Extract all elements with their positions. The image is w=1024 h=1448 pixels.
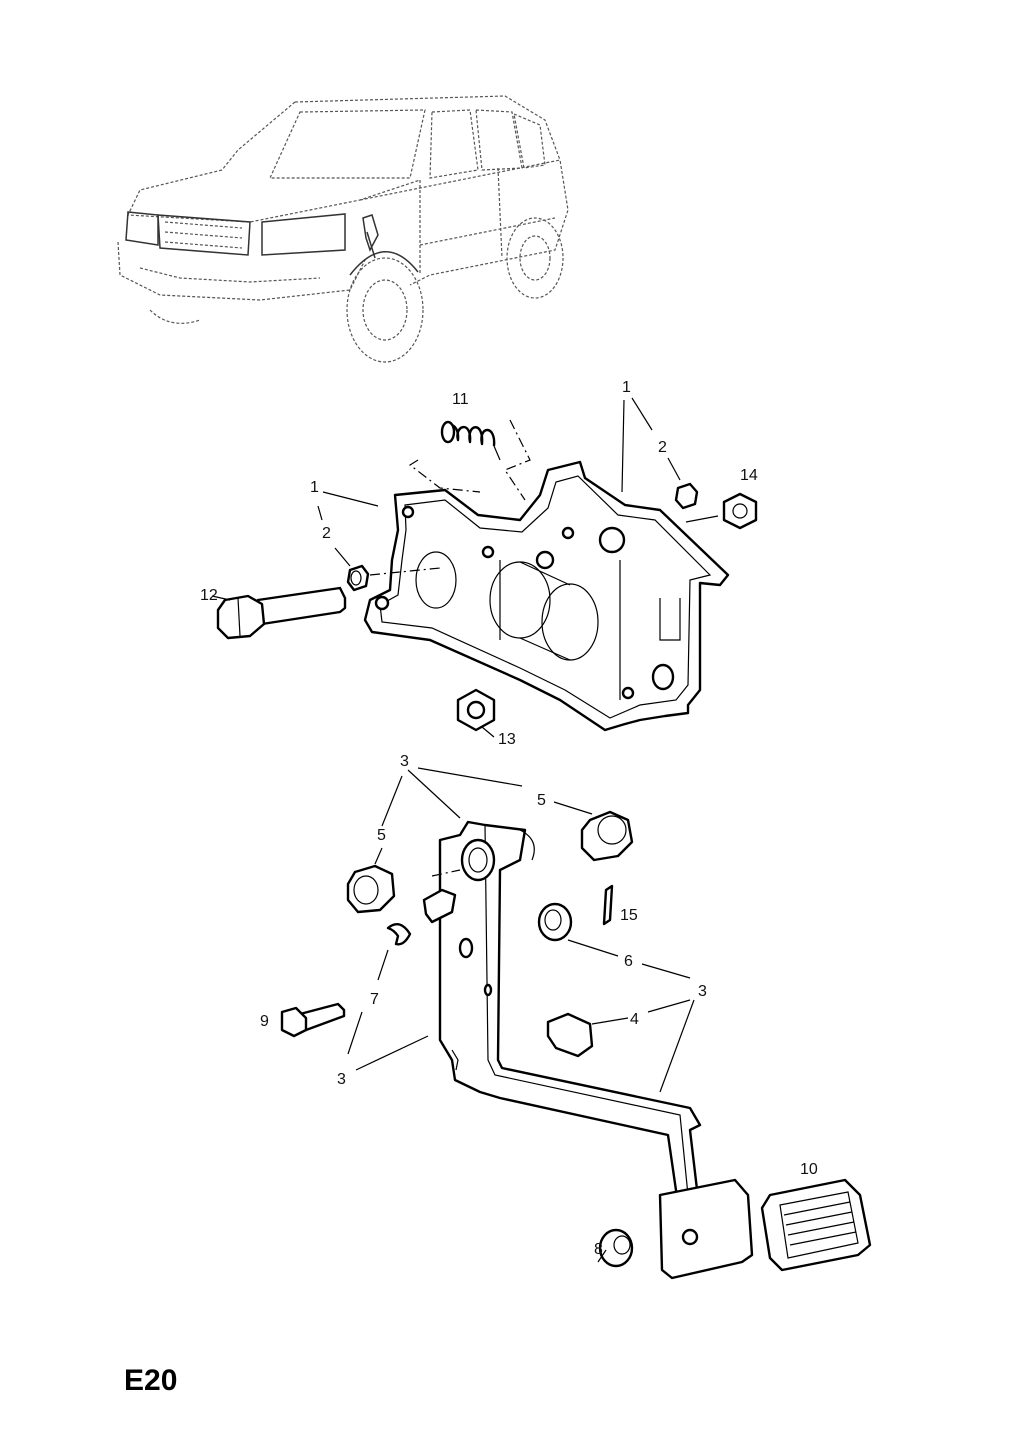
pedal-bracket (363, 460, 730, 732)
callout-2-top: 2 (658, 439, 667, 456)
spring-assembly-line (408, 459, 481, 493)
callout-11: 11 (452, 391, 469, 408)
nut-14 (722, 492, 758, 530)
pivot-bolt (216, 586, 347, 640)
spring-assembly-line-2 (504, 419, 531, 501)
callout-8: 8 (594, 1241, 603, 1258)
callout-3-bottom: 3 (337, 1071, 346, 1088)
bushing-8 (598, 1228, 634, 1268)
bushing-left (346, 564, 370, 592)
callout-10: 10 (800, 1161, 818, 1178)
callout-3-right: 3 (698, 983, 707, 1000)
clevis-pin-9 (280, 1002, 346, 1038)
callout-13: 13 (498, 731, 516, 748)
callout-7: 7 (370, 991, 379, 1008)
callout-4: 4 (630, 1011, 639, 1028)
bushing-5-left (346, 864, 396, 914)
vehicle-overview-illustration (117, 95, 569, 363)
retaining-clip (422, 869, 461, 924)
callout-6: 6 (624, 953, 633, 970)
pedal-rubber (760, 1178, 872, 1272)
callout-9: 9 (260, 1013, 269, 1030)
callout-labels: 1 2 14 11 1 2 12 13 3 5 5 15 6 3 4 7 9 3… (200, 379, 818, 1258)
clip-7 (386, 922, 412, 946)
callout-1-left: 1 (310, 479, 319, 496)
callout-3-top: 3 (400, 753, 409, 770)
bushing-5-right (580, 810, 634, 862)
bolt-axis-line (369, 567, 441, 576)
bushing-right (674, 482, 699, 510)
bushing-6 (537, 902, 573, 942)
return-spring (440, 420, 501, 461)
cotter-pin-15 (602, 884, 614, 926)
callout-12: 12 (200, 587, 218, 604)
pedal-pad (658, 1178, 754, 1280)
nut-13 (456, 688, 496, 732)
callout-15: 15 (620, 907, 638, 924)
callout-5-right: 5 (537, 792, 546, 809)
callout-5-left: 5 (377, 827, 386, 844)
clutch-pedal-arm (438, 820, 702, 1220)
pedal-stopper-4 (546, 1012, 594, 1058)
leader-lines (211, 397, 719, 1263)
callout-1-top: 1 (622, 379, 631, 396)
page-code: E20 (124, 1364, 177, 1397)
callout-14: 14 (740, 467, 758, 484)
callout-2-left: 2 (322, 525, 331, 542)
